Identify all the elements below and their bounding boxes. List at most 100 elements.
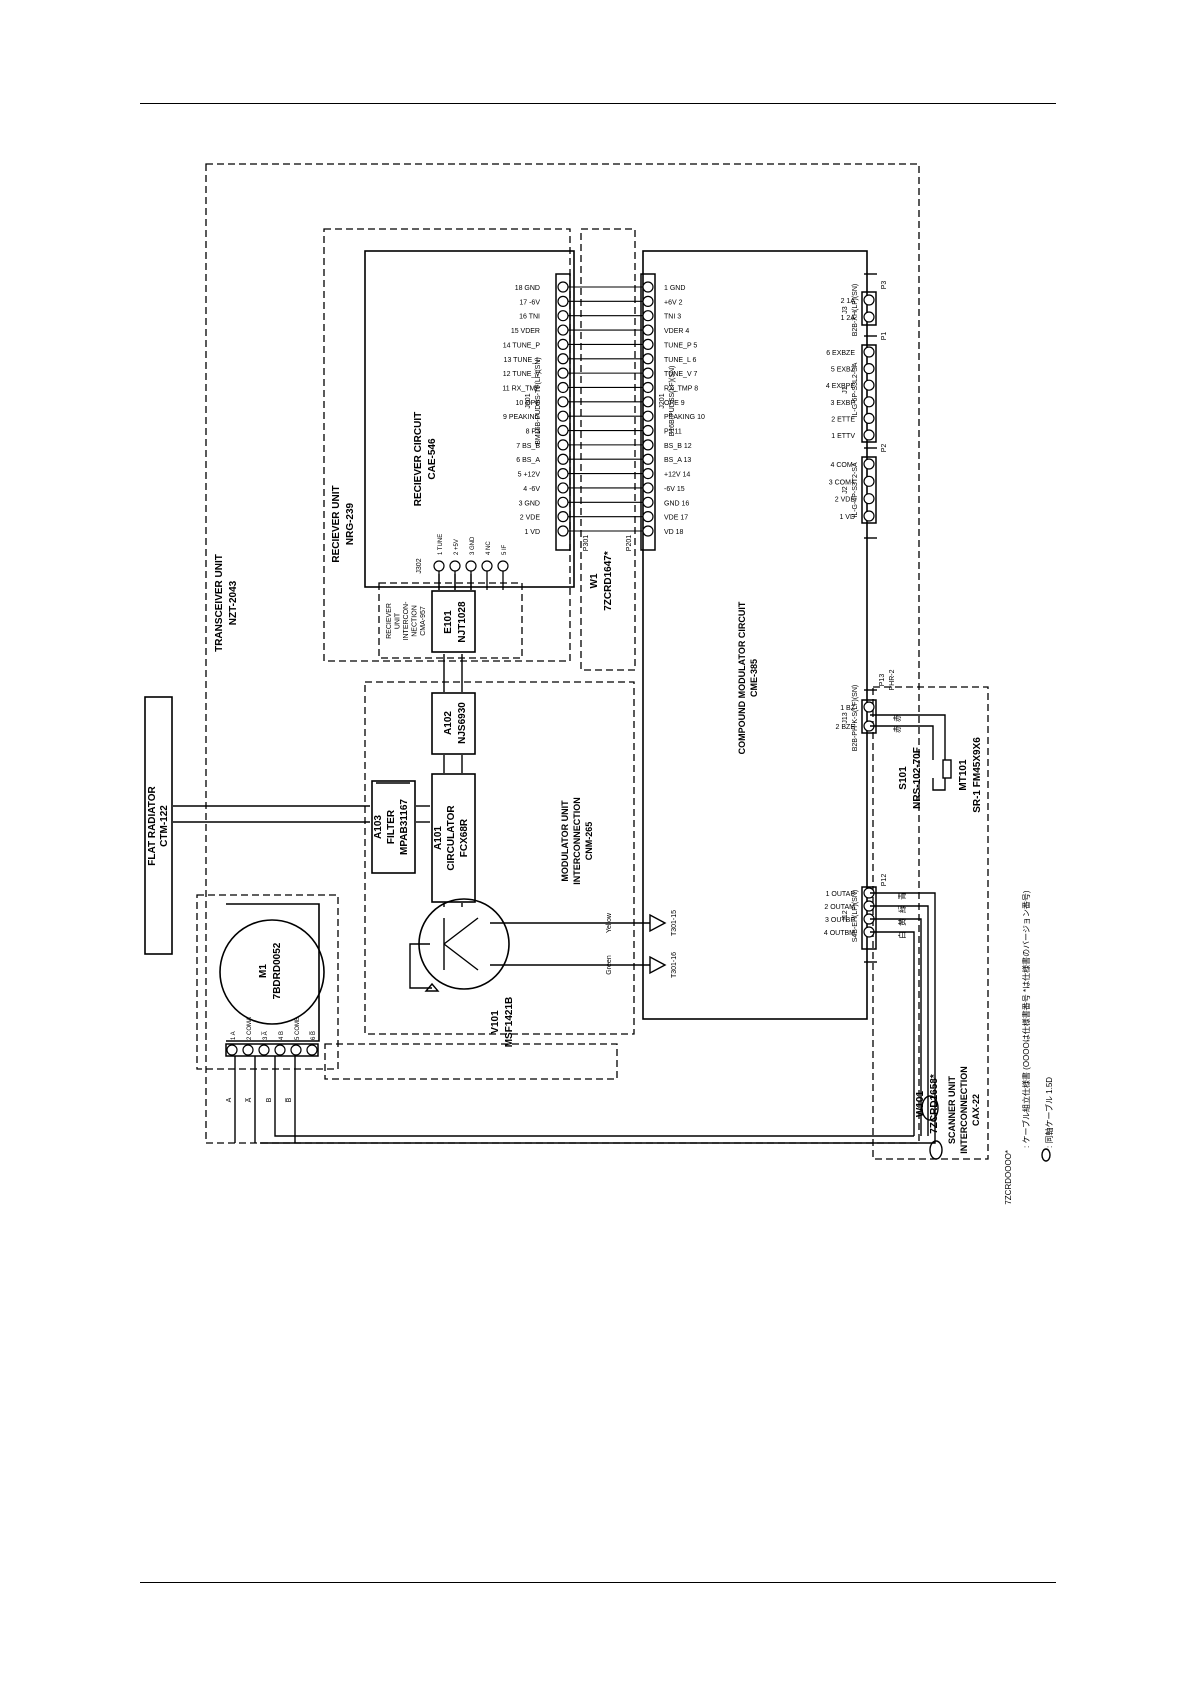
tuning-wire-yellow: Yellow — [606, 912, 613, 933]
j2-ref: J2 — [842, 486, 849, 494]
j201-pin — [642, 295, 654, 307]
j302-pin-label: 2 +5V — [454, 539, 460, 555]
j12-pin-label: 2 OUTAM — [824, 904, 855, 911]
p13-type: PHR-2 — [889, 669, 896, 690]
receiver-unit-model: NRG-239 — [345, 502, 356, 545]
j302-pin — [449, 560, 461, 572]
transceiver-unit-model: NZT-2043 — [228, 580, 239, 625]
modulator-unit-model: CNM-265 — [584, 822, 594, 861]
j201-pin-label: +12V 14 — [664, 472, 690, 479]
a103-block — [371, 780, 416, 874]
a101-part: FCX68R — [459, 818, 470, 857]
j301-pin-label: 15 VDER — [511, 328, 540, 335]
j301-connector — [555, 273, 571, 551]
motor-wire-label: A — [226, 1097, 233, 1102]
j3-pin-label: 1 2A — [841, 315, 856, 322]
j301-pin — [557, 281, 569, 293]
j201-pin-label: -6V 15 — [664, 486, 685, 493]
j1-pin-label: 4 EXBPE — [826, 383, 856, 390]
receiver-interconnection-frame — [378, 582, 523, 659]
p301-label: P301 — [583, 535, 590, 551]
compound-modulator-board — [642, 250, 868, 1020]
flat-radiator — [144, 696, 173, 955]
j301-pin-label: 9 PEAKING — [503, 414, 540, 421]
j201-pin — [642, 424, 654, 437]
motor-connector-pin — [306, 1044, 318, 1056]
j201-pin — [642, 353, 654, 365]
w101-part: 7ZCRD1658* — [929, 1074, 940, 1134]
flat-radiator-title: FLAT RADIATOR — [147, 786, 158, 866]
j1-pin-label: 2 ETTE — [831, 416, 855, 423]
j201-pin-label: PEAKING 10 — [664, 414, 705, 421]
j302-pin-label: 3 GND — [470, 536, 476, 555]
j302-pin-label: 5 IF — [502, 544, 508, 555]
motor-ref: M1 — [258, 964, 269, 978]
j301-pin-label: 11 RX_TMP — [502, 385, 540, 392]
j3-pin — [863, 311, 875, 323]
j13-connector — [861, 699, 877, 734]
p2-label: P2 — [881, 444, 888, 453]
receiver-interconnection-line: CMA-957 — [420, 606, 427, 636]
legend-part-code: 7ZCRDOOOO* — [1004, 1150, 1013, 1205]
tuning-wire-green: Green — [606, 955, 613, 975]
j201-pin — [642, 281, 654, 293]
j201-pin-label: VDE 17 — [664, 515, 688, 522]
j201-pin-label: TUNE_P 5 — [664, 342, 697, 349]
j201-pin-label: RX_TMP 8 — [664, 385, 698, 392]
j201-pin — [642, 482, 654, 494]
scanner-unit-frame — [872, 686, 989, 1160]
p13-label: P13 — [879, 674, 886, 687]
j3-ref: J3 — [842, 306, 849, 314]
j301-pin — [557, 410, 569, 422]
j2-pin-label: 1 VD — [839, 514, 855, 521]
j302-pin — [481, 560, 493, 572]
j201-pin — [642, 410, 654, 422]
a101-ref: A101 — [433, 826, 444, 850]
compound-modulator-model: CME-385 — [749, 659, 759, 697]
j13-type: B2B-PH-K-S(LF)(SN) — [852, 685, 859, 752]
j3-connector — [861, 291, 877, 326]
j1-connector — [861, 344, 877, 443]
j12-wire-color: 青 — [897, 892, 907, 900]
v101-ref: V101 — [490, 1010, 501, 1034]
w101-ref: W101 — [915, 1091, 926, 1118]
scanner-unit-title: SCANNER UNIT — [947, 1076, 957, 1145]
s101-ref: S101 — [898, 766, 909, 790]
j201-pin — [642, 396, 654, 408]
compound-modulator-title: COMPOUND MODULATOR CIRCUIT — [737, 601, 747, 754]
j201-pin-label: OPE 9 — [664, 400, 685, 407]
j201-pin — [642, 324, 654, 336]
j201-connector — [640, 273, 656, 551]
motor-connector-pin — [242, 1044, 254, 1056]
j3-pin — [863, 294, 875, 306]
j301-pin-label: 12 TUNE_V — [503, 371, 541, 378]
j301-pin-label: 8 P3 — [526, 429, 541, 436]
legend-coax-note: : 同軸ケーブル 1.5D — [1044, 1077, 1054, 1148]
j12-pin-label: 4 OUTBM — [824, 930, 855, 937]
j201-pin-label: GND 16 — [664, 500, 689, 507]
j1-pin — [863, 379, 875, 391]
motor-part: 7BDRD0052 — [272, 942, 283, 999]
j201-pin — [642, 453, 654, 465]
j2-pin-label: 3 COM+ — [829, 479, 855, 486]
j2-pin-label: 2 VDE — [835, 497, 856, 504]
e101-part: NJT1028 — [457, 601, 468, 643]
j2-type: IL-G-4P-S3T2-SA — [852, 462, 859, 518]
j12-connector — [861, 886, 877, 950]
j301-pin — [557, 295, 569, 307]
mt101-ref: MT101 — [958, 759, 969, 791]
j301-pin — [557, 338, 569, 351]
j1-pin — [863, 429, 875, 441]
receiver-interconnection-line: NECTION — [412, 605, 419, 637]
j2-pin — [863, 458, 875, 470]
modulator-unit-subtitle: INTERCONNECTION — [572, 797, 582, 885]
j2-pin-label: 4 COM- — [831, 462, 856, 469]
j201-pin — [642, 496, 654, 508]
j301-pin-label: 14 TUNE_P — [503, 342, 541, 349]
motor-body — [219, 919, 325, 1025]
w1-part: 7ZCRD1647* — [603, 551, 614, 611]
j201-pin-label: VD 18 — [664, 529, 684, 536]
j12-type: S4B-EH(LF)(SN) — [852, 890, 859, 943]
top-rule — [140, 103, 1056, 104]
